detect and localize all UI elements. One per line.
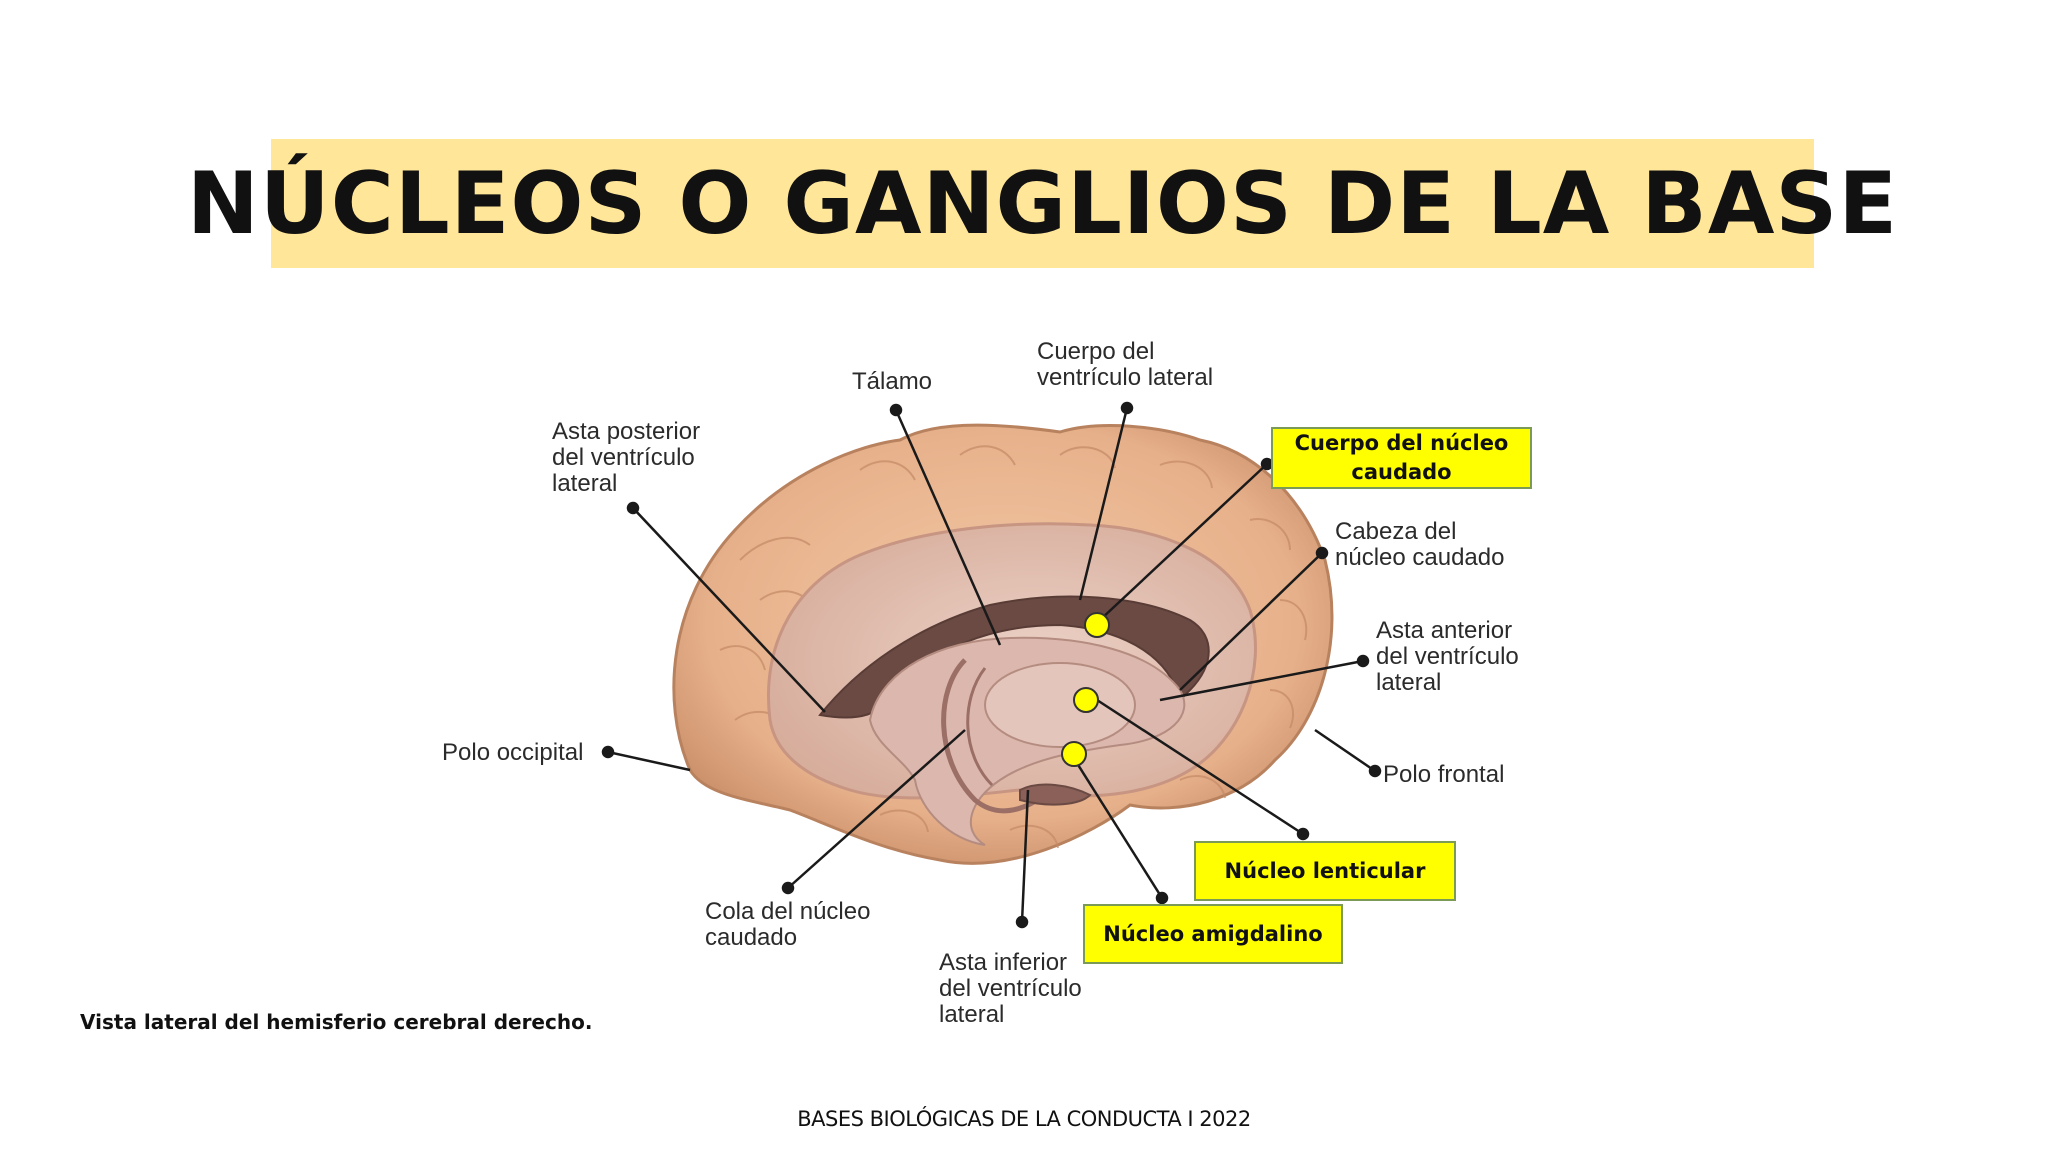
label-polo-frontal: Polo frontal [1383,761,1505,788]
label-asta-posterior: Asta posterior del ventrículo lateral [552,418,701,497]
highlight-lenticular: Núcleo lenticular [1194,841,1456,901]
figure-caption: Vista lateral del hemisferio cerebral de… [80,1010,593,1034]
label-cola-caudado: Cola del núcleo caudado [705,898,871,951]
title-banner: NÚCLEOS O GANGLIOS DE LA BASE [187,139,1897,268]
marker-amigdalino [1061,741,1087,767]
slide-title: NÚCLEOS O GANGLIOS DE LA BASE [186,153,1899,254]
caudate-tail-inner [966,667,994,787]
slide-footer: BASES BIOLÓGICAS DE LA CONDUCTA I 2022 [797,1107,1251,1131]
label-cabeza-caudado: Cabeza del núcleo caudado [1335,518,1505,571]
lentiform-nucleus [984,662,1136,748]
highlight-cuerpo-caudado: Cuerpo del núcleo caudado [1271,427,1532,489]
temporal-horn [1019,783,1092,806]
leader-lines [601,401,1382,929]
highlight-amigdalino: Núcleo amigdalino [1083,904,1343,964]
label-asta-anterior: Asta anterior del ventrículo lateral [1376,617,1519,696]
label-cuerpo-ventriculo: Cuerpo del ventrículo lateral [1037,338,1214,391]
marker-lenticular [1073,687,1099,713]
label-polo-occipital: Polo occipital [442,739,584,766]
marker-cuerpo-caudado [1084,612,1110,638]
label-talamo: Tálamo [852,368,933,395]
label-asta-inferior: Asta inferior del ventrículo lateral [939,949,1082,1028]
